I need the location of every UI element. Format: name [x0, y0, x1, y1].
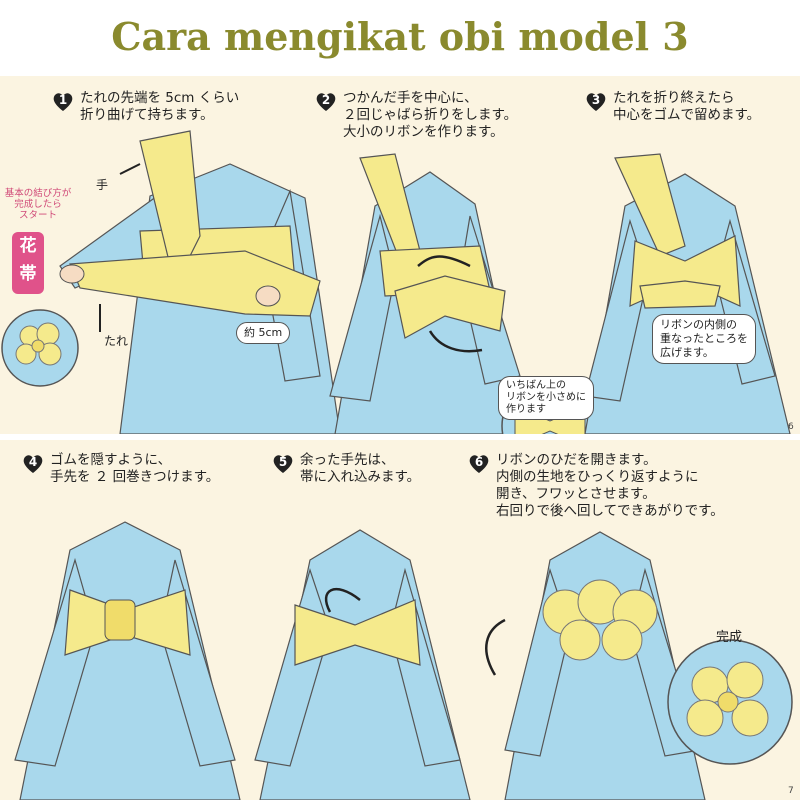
step-4: 4 ゴムを隠すように、 手先を ２ 回巻きつけます。	[22, 452, 219, 486]
label-te: 手	[96, 176, 108, 193]
step-4-text: ゴムを隠すように、 手先を ２ 回巻きつけます。	[50, 452, 219, 486]
step-2: 2 つかんだ手を中心に、 ２回じゃばら折りをします。 大小のリボンを作ります。	[315, 90, 517, 141]
heart-number-icon: 6	[468, 453, 490, 475]
step-1: 1 たれの先端を 5cm くらい 折り曲げて持ちます。	[52, 90, 239, 124]
page-number-top: 6	[788, 422, 794, 432]
heart-number-icon: 5	[272, 453, 294, 475]
figure-step-3	[585, 154, 790, 434]
step-3-text: たれを折り終えたら 中心をゴムで留めます。	[613, 90, 760, 124]
label-kansei: 完成	[716, 626, 742, 645]
step-5: 5 余った手先は、 帯に入れ込みます。	[272, 452, 420, 486]
figure-step-6	[486, 532, 792, 800]
figure-step-4	[15, 522, 240, 800]
instruction-panel-top: 基本の結び方が 完成したら スタート 花 帯 1 たれの先端を 5cm くらい …	[0, 76, 800, 434]
label-5cm: 約 5cm	[236, 322, 290, 344]
step-3-note: リボンの内側の 重なったところを 広げます。	[652, 314, 756, 364]
step-3: 3 たれを折り終えたら 中心をゴムで留めます。	[585, 90, 760, 124]
figure-inset-flower	[2, 310, 78, 386]
page-title: Cara mengikat obi model 3	[0, 14, 800, 59]
instruction-panel-bottom: 4 ゴムを隠すように、 手先を ２ 回巻きつけます。 5 余った手先は、 帯に入…	[0, 440, 800, 800]
step-2-text: つかんだ手を中心に、 ２回じゃばら折りをします。 大小のリボンを作ります。	[343, 90, 517, 141]
heart-number-icon: 2	[315, 91, 337, 113]
heart-number-icon: 3	[585, 91, 607, 113]
heart-number-icon: 4	[22, 453, 44, 475]
hanaobi-badge: 花 帯	[12, 232, 44, 294]
step-5-text: 余った手先は、 帯に入れ込みます。	[300, 452, 420, 486]
page-number-bottom: 7	[788, 786, 794, 796]
side-note: 基本の結び方が 完成したら スタート	[2, 188, 74, 221]
heart-number-icon: 1	[52, 91, 74, 113]
step-6: 6 リボンのひだを開きます。 内側の生地をひっくり返すように 開き、フワッとさせ…	[468, 452, 724, 520]
step-1-text: たれの先端を 5cm くらい 折り曲げて持ちます。	[80, 90, 239, 124]
figure-step-5	[255, 530, 470, 800]
step-6-text: リボンのひだを開きます。 内側の生地をひっくり返すように 開き、フワッとさせます…	[496, 452, 724, 520]
step-2-note: いちばん上の リボンを小さめに 作ります	[498, 376, 594, 420]
label-tare: たれ	[104, 332, 128, 349]
